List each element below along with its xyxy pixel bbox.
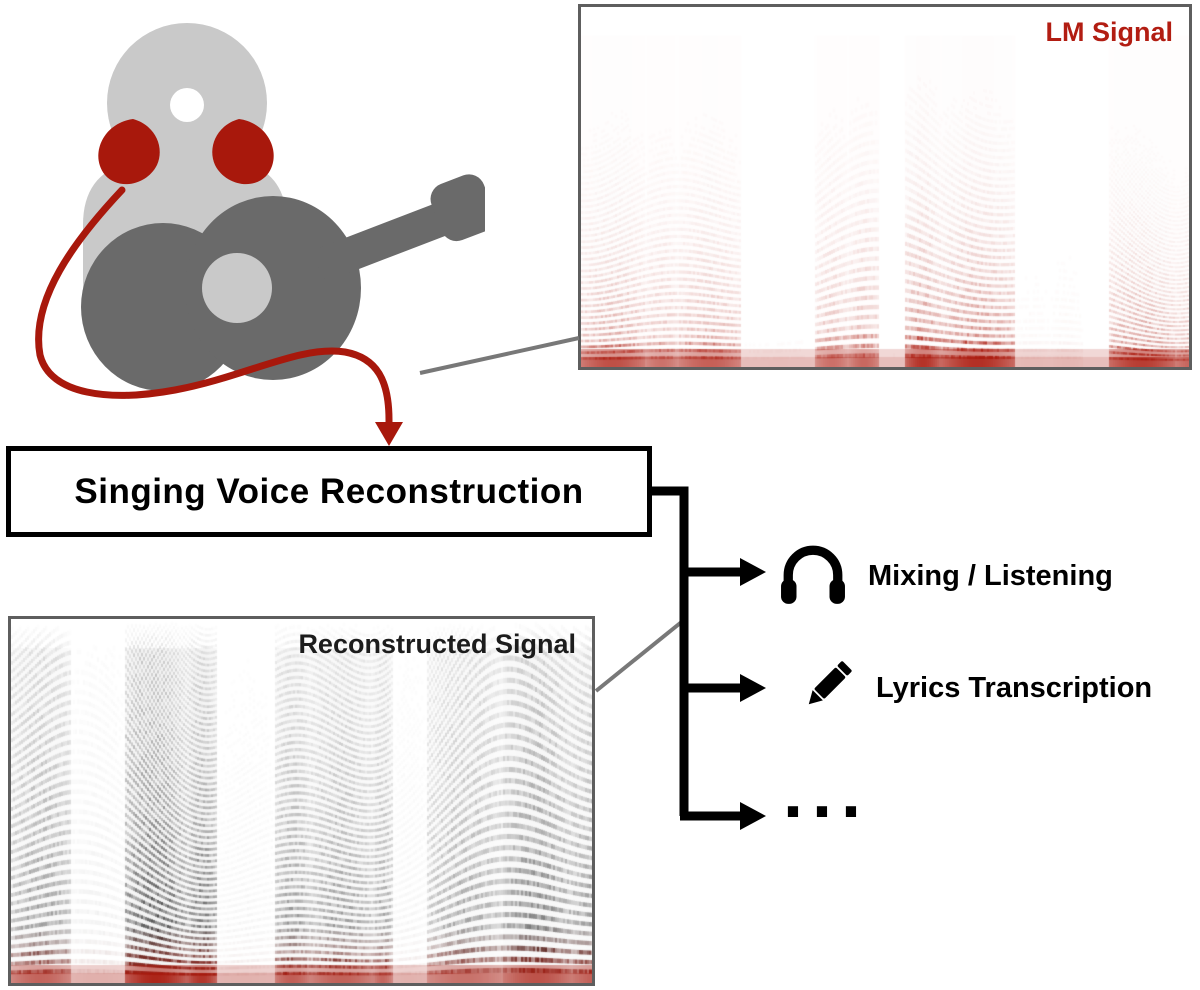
reconstructed-signal-label: Reconstructed Signal (298, 629, 576, 659)
singer-with-guitar-illustration (81, 23, 485, 391)
mixing-listening-label: Mixing / Listening (868, 560, 1113, 592)
arrow-mixing-head (740, 558, 766, 586)
arrow-more-head (740, 802, 766, 830)
reconstructed-signal-panel: Reconstructed Signal (8, 616, 595, 986)
lm-signal-panel: LM Signal (578, 4, 1192, 370)
callout-line-recon (594, 618, 686, 693)
guitar-sound-hole (202, 253, 272, 323)
lm-signal-label: LM Signal (1045, 17, 1174, 47)
reconstructed-spectrogram (11, 619, 592, 983)
branch-trunk-line (649, 486, 689, 816)
ellipsis-label: ... (783, 753, 871, 833)
throat-mic-right-icon (212, 119, 274, 185)
lm-spectrogram (581, 7, 1189, 367)
singer-mouth (170, 88, 204, 122)
pencil-icon (808, 661, 852, 705)
process-box-label: Singing Voice Reconstruction (74, 471, 584, 511)
headphones-icon (781, 545, 845, 604)
lyrics-transcription-label: Lyrics Transcription (876, 672, 1153, 704)
throat-mic-left-icon (98, 119, 160, 185)
singing-voice-reconstruction-box: Singing Voice Reconstruction (6, 446, 652, 537)
arrow-lyrics-head (740, 674, 766, 702)
